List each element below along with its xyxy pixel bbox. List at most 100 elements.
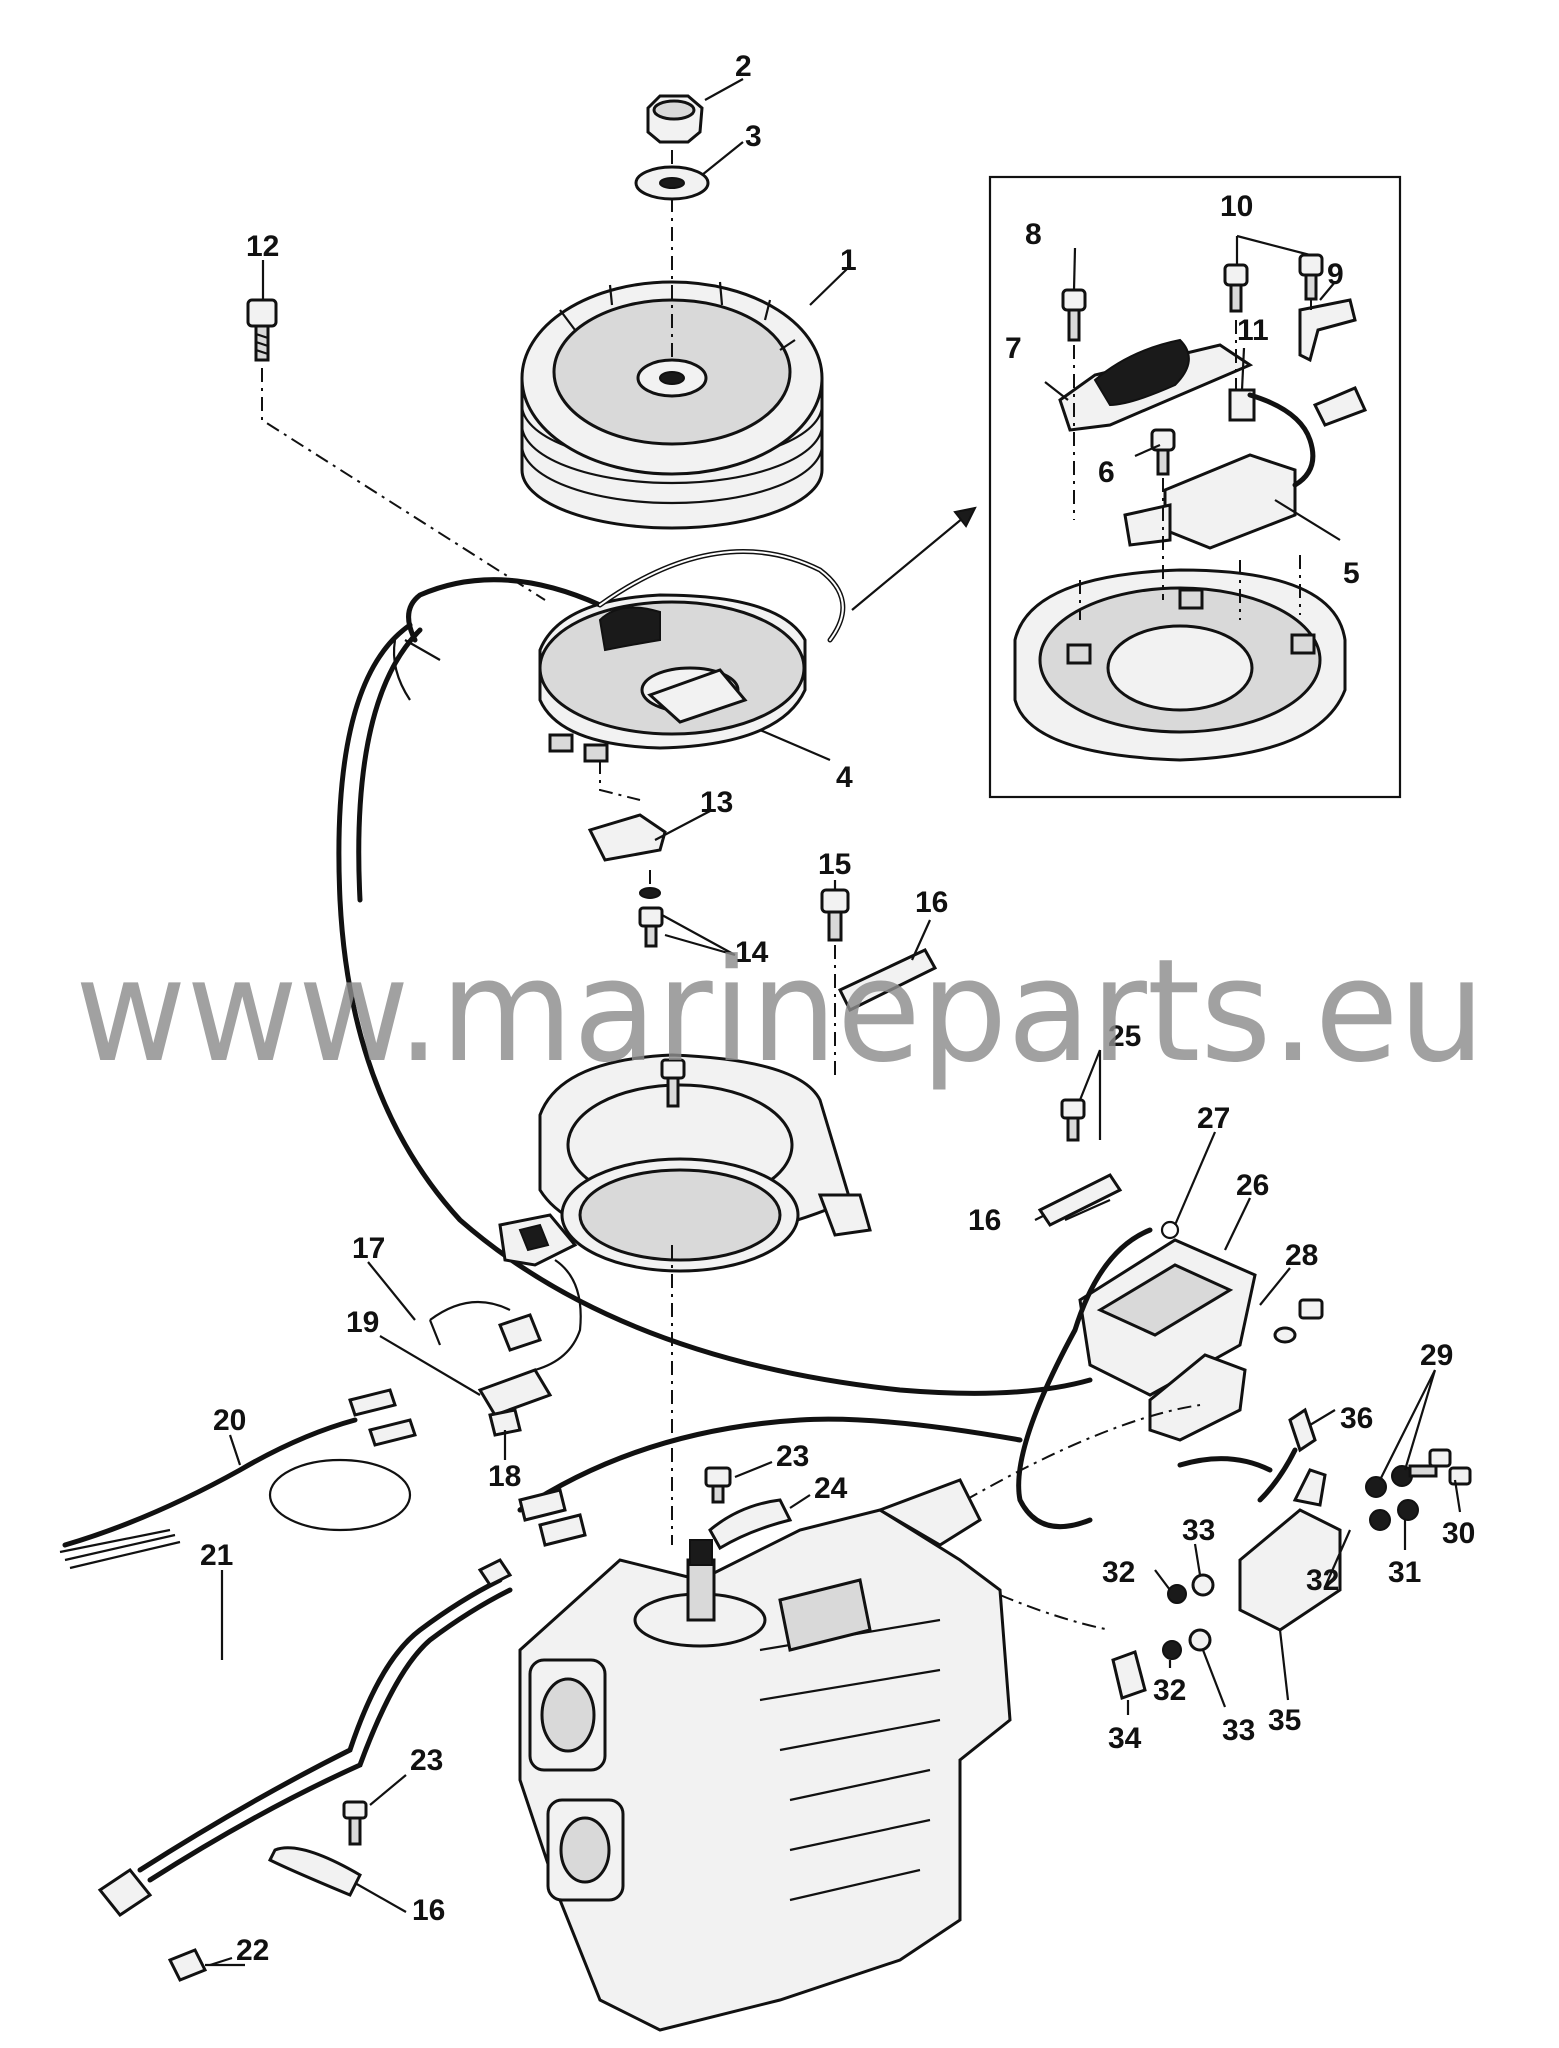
washers-32-33	[1162, 1573, 1215, 1660]
leader-lines	[209, 78, 1462, 1967]
callout-7: 7	[1005, 332, 1022, 365]
bracket-28	[1148, 1353, 1247, 1442]
charge-coil-7	[1058, 338, 1254, 432]
callout-19: 19	[346, 1306, 379, 1339]
screw-23-upper	[704, 1466, 732, 1504]
flywheel-washer	[634, 165, 710, 201]
callout-21: 21	[200, 1539, 233, 1572]
callout-13: 13	[700, 786, 733, 819]
screw-12-axis-line	[261, 368, 546, 601]
stator-base-plate-inset	[1013, 568, 1347, 762]
harness-to-cdi	[517, 1416, 1023, 1513]
callout-32-left: 32	[1102, 1556, 1135, 1589]
clamp-24	[708, 1498, 793, 1551]
connector-19	[477, 1259, 582, 1417]
screws-10	[1223, 253, 1324, 313]
stator-assembly	[538, 593, 807, 763]
callout-6: 6	[1098, 456, 1115, 489]
callout-17: 17	[352, 1232, 385, 1265]
flywheel-nut	[646, 94, 704, 144]
inset-wire-connector	[1312, 386, 1368, 427]
callout-16-lower: 16	[412, 1894, 445, 1927]
callout-labels: 1 2 3 4 5 6 7 8 9 10 11 12 13 14 15 16 1…	[200, 50, 1475, 1967]
callout-9: 9	[1327, 258, 1344, 291]
inset-box	[988, 175, 1402, 799]
callout-27: 27	[1197, 1102, 1230, 1135]
callout-16-upper: 16	[915, 886, 948, 919]
screw-28	[1273, 1298, 1324, 1344]
clamp-16-lower	[267, 1846, 362, 1897]
callout-20: 20	[213, 1404, 246, 1437]
clamp-9	[1298, 298, 1357, 363]
connector-17-plug	[498, 1313, 542, 1352]
callout-32-right: 32	[1306, 1564, 1339, 1597]
screws-14	[638, 887, 664, 948]
watermark-text: www.marineparts.eu	[75, 929, 1485, 1094]
ignition-coil-5	[1123, 453, 1297, 550]
callout-8: 8	[1025, 218, 1042, 251]
callout-36: 36	[1340, 1402, 1373, 1435]
clamp-16-upper	[837, 948, 938, 1013]
callout-5: 5	[1343, 557, 1360, 590]
callout-28: 28	[1285, 1239, 1318, 1272]
harness-plug-b	[538, 1513, 587, 1547]
callout-10: 10	[1220, 190, 1253, 223]
callout-11: 11	[1237, 314, 1269, 347]
grommet-27	[1160, 1220, 1180, 1240]
callout-32-bottom: 32	[1153, 1674, 1186, 1707]
inset-pointer-arrow	[851, 507, 976, 611]
callout-26: 26	[1236, 1169, 1269, 1202]
retainer-17	[428, 1300, 511, 1346]
sensor-22	[167, 1948, 245, 1982]
screw-15	[820, 888, 850, 942]
clamp-16-mid	[1037, 1173, 1123, 1227]
harness-plug-a	[518, 1488, 567, 1522]
callout-31: 31	[1388, 1556, 1421, 1589]
nuts-29-31	[1365, 1465, 1419, 1531]
connector-18	[488, 1408, 522, 1437]
callout-25: 25	[1108, 1020, 1141, 1053]
callout-12: 12	[246, 230, 279, 263]
screw-12	[246, 298, 278, 362]
callout-14: 14	[735, 936, 769, 969]
callout-33-upper: 33	[1182, 1514, 1215, 1547]
flywheel	[520, 280, 824, 530]
screws-30	[1408, 1448, 1472, 1486]
callout-34: 34	[1108, 1722, 1142, 1755]
coil-lead	[1177, 1447, 1298, 1503]
screw-6	[1150, 428, 1176, 476]
callout-2: 2	[735, 50, 752, 83]
callout-15: 15	[818, 848, 851, 881]
inset-coil-wires	[1247, 392, 1316, 488]
screw-25	[1060, 1098, 1086, 1142]
callout-33-lower: 33	[1222, 1714, 1255, 1747]
callout-4: 4	[836, 761, 853, 794]
callout-29: 29	[1420, 1339, 1453, 1372]
stator-mounting-plate	[538, 1053, 872, 1273]
callout-35: 35	[1268, 1704, 1301, 1737]
ignition-coil-35	[1238, 1468, 1342, 1632]
callout-23-upper: 23	[776, 1440, 809, 1473]
callout-23-lower: 23	[410, 1744, 443, 1777]
stator-center-screw	[660, 1058, 686, 1108]
screw-23-lower	[342, 1800, 368, 1846]
harness-20	[59, 1388, 417, 1570]
callout-1: 1	[840, 244, 857, 277]
engine-block	[518, 1478, 1012, 2032]
inset-axis-lines	[1073, 300, 1312, 620]
callout-18: 18	[488, 1460, 521, 1493]
spark-plug-cap-36	[1288, 1407, 1317, 1453]
sensor-lead-21	[97, 1558, 513, 1918]
pulser-coil-13	[587, 813, 667, 862]
main-wire-harness	[336, 622, 1093, 1396]
harness-connector-block	[498, 1213, 578, 1267]
callout-24: 24	[814, 1472, 848, 1505]
cdi-leads	[1016, 1227, 1153, 1530]
spacer-34	[1111, 1650, 1147, 1700]
callout-16-mid: 16	[968, 1204, 1001, 1237]
screw-8	[1061, 288, 1087, 342]
callout-30: 30	[1442, 1517, 1475, 1550]
callout-22: 22	[236, 1934, 269, 1967]
callout-3: 3	[745, 120, 762, 153]
